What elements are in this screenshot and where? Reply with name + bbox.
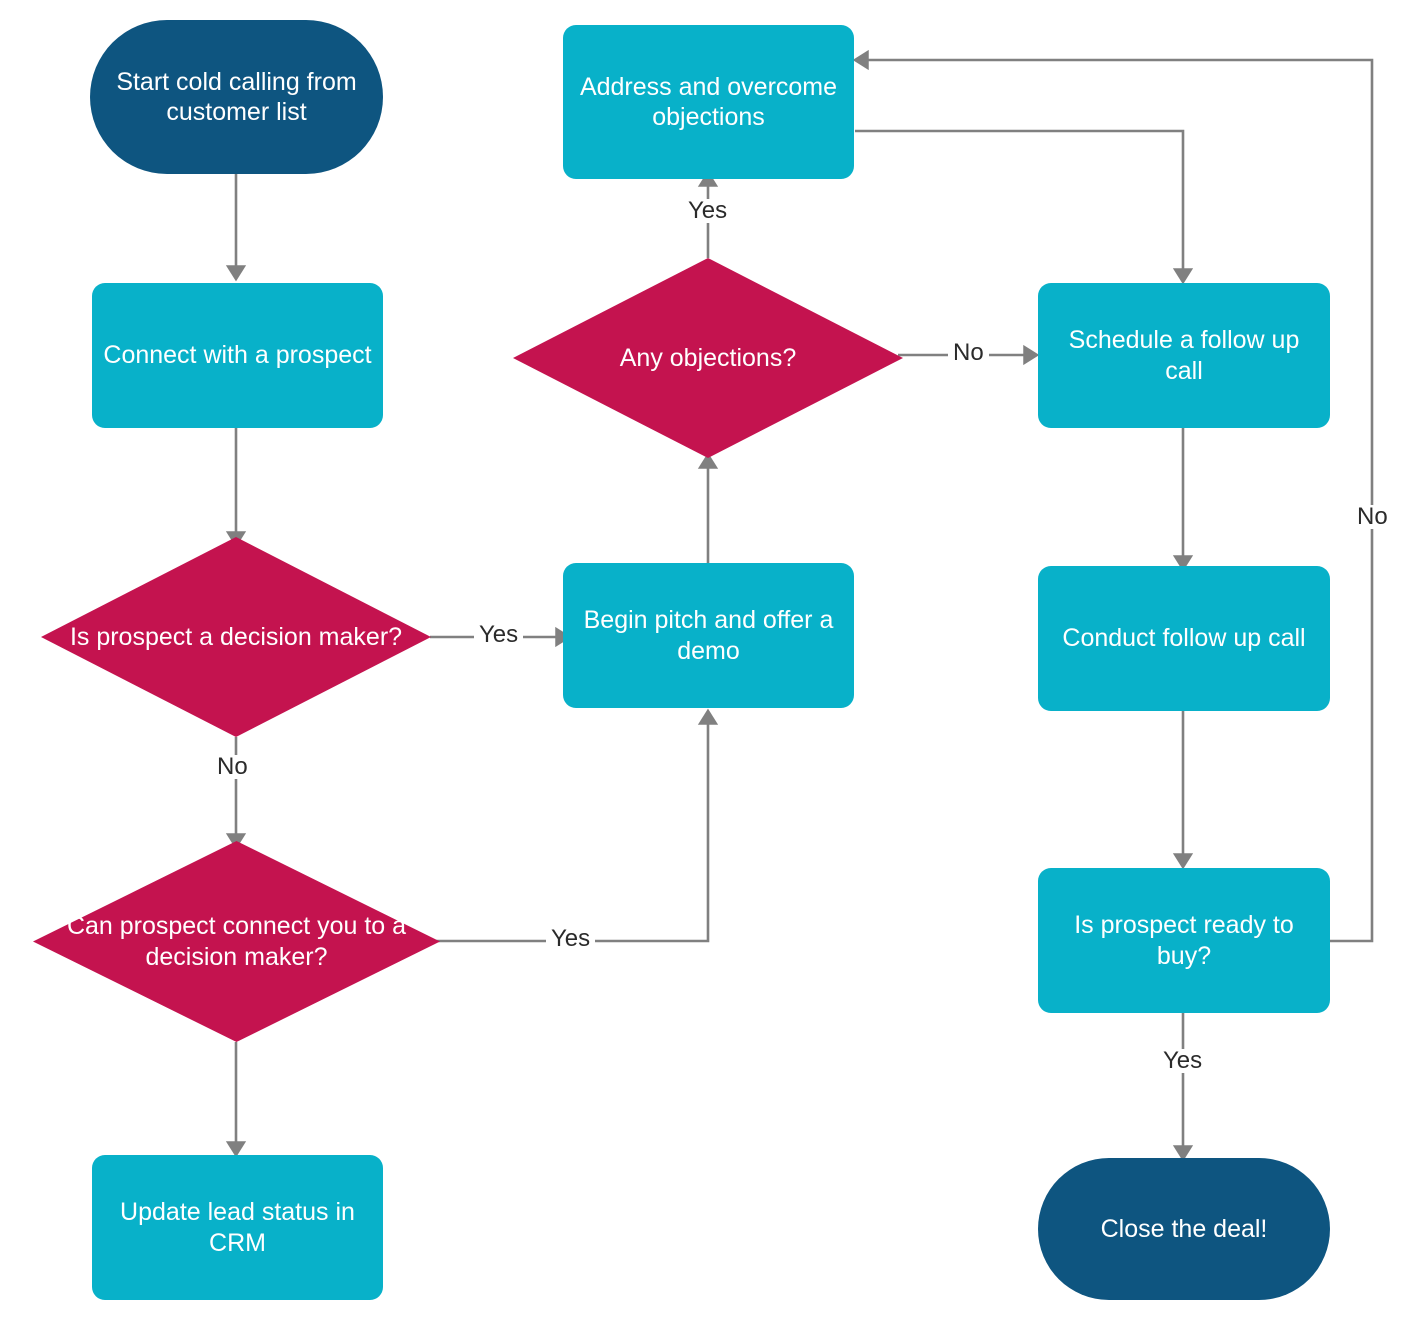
node-can-connect-label: Can prospect connect you to a decision m… xyxy=(66,912,407,971)
node-is-prospect-decision-maker[interactable]: Is prospect a decision maker? xyxy=(41,537,431,737)
edge-ready-no-to-address xyxy=(852,49,1374,943)
node-begin-pitch[interactable]: Begin pitch and offer a demo xyxy=(563,563,854,708)
node-start[interactable]: Start cold calling from customer list xyxy=(90,20,383,174)
node-update-lead-status[interactable]: Update lead status in CRM xyxy=(92,1155,383,1300)
node-close-the-deal[interactable]: Close the deal! xyxy=(1038,1158,1330,1300)
node-is-decision-label: Is prospect a decision maker? xyxy=(69,622,403,651)
edge-label-decision-no: No xyxy=(212,755,253,779)
node-conduct-follow-up[interactable]: Conduct follow up call xyxy=(1038,566,1330,711)
edge-canconnect-yes-to-pitch xyxy=(436,708,719,943)
node-address-objections[interactable]: Address and overcome objections xyxy=(563,25,854,179)
node-is-prospect-ready-to-buy[interactable]: Is prospect ready to buy? xyxy=(1038,868,1330,1013)
edge-label-objections-yes: Yes xyxy=(683,199,733,223)
node-address-label: Address and overcome objections xyxy=(579,72,838,132)
node-any-objections-label: Any objections? xyxy=(619,343,797,372)
node-any-objections[interactable]: Any objections? xyxy=(513,258,903,458)
node-conduct-label: Conduct follow up call xyxy=(1062,624,1306,653)
node-close-label: Close the deal! xyxy=(1100,1214,1268,1243)
node-schedule-label: Schedule a follow up call xyxy=(1068,326,1300,385)
edge-label-ready-no: No xyxy=(1352,505,1393,529)
edge-label-canconnect-yes: Yes xyxy=(546,927,596,951)
node-update-crm-label: Update lead status in CRM xyxy=(120,1198,355,1257)
node-connect-with-prospect[interactable]: Connect with a prospect xyxy=(92,283,383,428)
edge-address-to-schedule xyxy=(855,129,1194,285)
node-start-label: Start cold calling from customer list xyxy=(116,67,357,127)
edge-label-decision-yes: Yes xyxy=(474,623,524,647)
node-ready-to-buy-label: Is prospect ready to buy? xyxy=(1074,911,1294,970)
node-can-prospect-connect[interactable]: Can prospect connect you to a decision m… xyxy=(33,841,440,1042)
edge-label-ready-yes: Yes xyxy=(1158,1049,1208,1073)
node-connect-label: Connect with a prospect xyxy=(103,341,372,370)
edge-label-objections-no: No xyxy=(948,341,989,365)
node-schedule-follow-up[interactable]: Schedule a follow up call xyxy=(1038,283,1330,428)
node-begin-pitch-label: Begin pitch and offer a demo xyxy=(583,606,834,665)
